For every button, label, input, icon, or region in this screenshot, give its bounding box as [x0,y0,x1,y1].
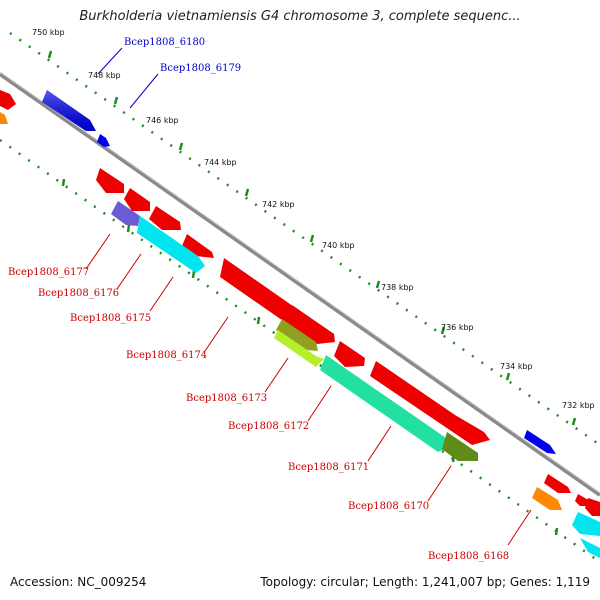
tick-label-742: 742 kbp [262,200,295,209]
gene-arrow-red-6171[interactable] [370,361,490,445]
gene-arrow-bcep1808-6179[interactable] [97,134,110,147]
gene-arrow-bcep1808-6180-shade [42,90,96,131]
gene-label-bcep1808-6173[interactable]: Bcep1808_6173 [186,393,267,404]
gene-arrow-lime[interactable] [274,330,324,367]
gene-arrow-bcep1808-6175[interactable] [149,206,181,230]
leader-line-6173 [264,357,289,393]
chromosome-backbone [0,72,600,497]
gene-arrow-orange-right[interactable] [532,487,562,510]
gene-label-bcep1808-6168[interactable]: Bcep1808_6168 [428,551,509,562]
tick-label-734: 734 kbp [500,362,533,371]
gene-arrow-red-right-edge[interactable] [575,494,590,506]
gene-label-bcep1808-6171[interactable]: Bcep1808_6171 [288,462,369,473]
leader-line-6180 [97,47,123,75]
scale-tick-labels: 732 kbp 734 kbp 736 kbp 738 kbp 740 kbp … [32,28,595,410]
gene-label-bcep1808-6175[interactable]: Bcep1808_6175 [70,313,151,324]
map-title: Burkholderia vietnamiensis G4 chromosome… [79,9,521,24]
tick-label-750: 750 kbp [32,28,65,37]
forward-strand-genes [42,90,556,454]
tick-label-740: 740 kbp [322,241,355,250]
leader-line-6168 [507,509,532,546]
gene-arrow-red-long-2[interactable] [289,305,335,344]
gene-label-bcep1808-6174[interactable]: Bcep1808_6174 [126,350,207,361]
leader-line-6176 [116,253,142,290]
gene-arrow-left-red-1[interactable] [0,90,16,110]
gene-arrow-red-6172[interactable] [334,341,365,367]
gene-arrow-bcep1808-6176[interactable] [124,188,150,211]
topology-text: Topology: circular; Length: 1,241,007 bp… [260,575,590,589]
tick-label-736: 736 kbp [441,323,474,332]
gene-arrow-seagreen[interactable] [320,355,447,452]
reverse-gene-labels: Bcep1808_6177 Bcep1808_6176 Bcep1808_617… [8,233,532,562]
tick-label-732: 732 kbp [562,401,595,410]
tick-label-746: 746 kbp [146,116,179,125]
tick-label-748: 748 kbp [88,71,121,80]
gene-label-bcep1808-6170[interactable]: Bcep1808_6170 [348,501,429,512]
gene-arrow-purple[interactable] [111,201,140,226]
reverse-strand-genes [0,90,600,558]
leader-line-6171 [367,425,392,462]
gene-label-bcep1808-6177[interactable]: Bcep1808_6177 [8,267,89,278]
inner-ring-dots [0,138,600,564]
gene-arrow-cyan-right-2[interactable] [580,538,600,558]
gene-arrow-olive[interactable] [276,319,318,351]
scale-ticks [47,50,577,426]
gene-arrow-left-orange[interactable] [0,112,8,124]
gene-arrow-bcep1808-6177[interactable] [96,168,124,193]
gene-label-bcep1808-6176[interactable]: Bcep1808_6176 [38,288,119,299]
genome-map: 732 kbp 734 kbp 736 kbp 738 kbp 740 kbp … [0,28,600,564]
accession-text: Accession: NC_009254 [10,575,147,589]
leader-line-6172 [307,385,332,422]
gene-arrow-olive-2[interactable] [442,432,478,461]
gene-arrow-red-small-right[interactable] [544,474,571,493]
leader-line-6174 [204,316,229,352]
scale-ring-dots [9,31,600,447]
gene-arrow-cyan-1[interactable] [137,216,205,273]
leader-line-6175 [149,276,174,312]
tick-label-744: 744 kbp [204,158,237,167]
gene-arrow-cyan-right[interactable] [572,512,600,536]
leader-line-6179 [129,73,159,109]
gene-arrow-red-right-edge-2[interactable] [585,498,600,516]
tick-label-738: 738 kbp [381,283,414,292]
gene-arrow-right-blue[interactable] [524,430,556,454]
gene-label-bcep1808-6179[interactable]: Bcep1808_6179 [160,63,241,74]
leader-line-6170 [427,465,452,502]
forward-gene-labels: Bcep1808_6180 Bcep1808_6179 [97,37,241,109]
leader-line-6177 [85,233,111,270]
gene-label-bcep1808-6172[interactable]: Bcep1808_6172 [228,421,309,432]
gene-label-bcep1808-6180[interactable]: Bcep1808_6180 [124,37,205,48]
